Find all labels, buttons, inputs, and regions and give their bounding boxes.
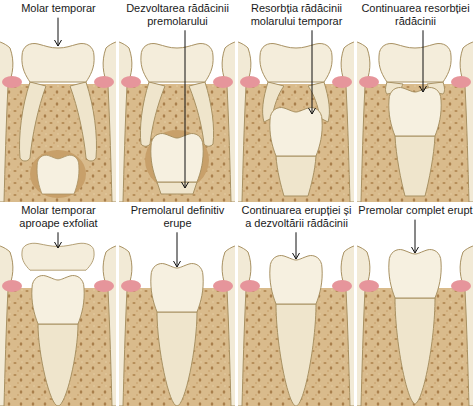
stage-label: Molar temporar aproape exfoliat: [1, 204, 116, 229]
leader-arrow: [55, 232, 62, 248]
leader-line: [58, 232, 59, 248]
leader-line: [177, 232, 178, 267]
stage-label: Premolar complet erupt: [358, 204, 473, 217]
leader-arrow: [309, 30, 316, 114]
stage-label: Premolarul definitiv erupe: [120, 204, 235, 229]
leader-arrow: [182, 30, 189, 188]
arrow-head: [293, 253, 300, 259]
arrow-head: [412, 247, 419, 253]
leader-line: [185, 30, 186, 188]
stage-label: Continuarea erupției și a dezvoltării ră…: [239, 204, 354, 229]
leader-arrow: [293, 232, 300, 259]
leader-arrow: [412, 220, 419, 253]
arrow-head: [55, 242, 62, 248]
arrow-head: [182, 182, 189, 188]
stage-label: Resorbția rădăcinii molarului temporar: [239, 2, 354, 27]
leader-arrow: [55, 18, 62, 46]
arrow-head: [174, 261, 181, 267]
leader-line: [296, 232, 297, 259]
stage-label: Dezvoltarea rădăcinii premolarului: [120, 2, 235, 27]
stage-label: Continuarea resorbției rădăcinii: [358, 2, 473, 27]
arrow-head: [420, 86, 427, 92]
leader-arrow: [420, 30, 427, 92]
arrow-head: [309, 108, 316, 114]
leader-arrow: [174, 232, 181, 267]
arrow-head: [55, 40, 62, 46]
leader-line: [423, 30, 424, 92]
leader-line: [312, 30, 313, 114]
stage-label: Molar temporar: [1, 2, 116, 15]
leader-line: [58, 18, 59, 46]
leader-line: [415, 220, 416, 253]
